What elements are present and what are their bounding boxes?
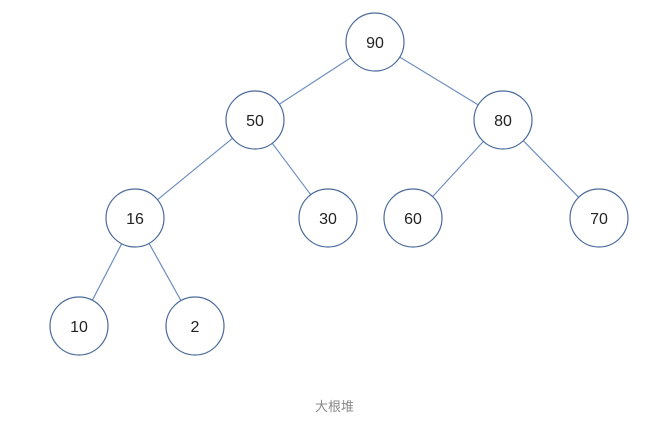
edge-n90-n80: [399, 56, 479, 106]
edge-n16-n2: [148, 243, 182, 301]
tree-node-80: 80: [473, 90, 533, 150]
tree-node-2: 2: [165, 296, 225, 356]
node-circle: [225, 90, 285, 150]
tree-node-60: 60: [383, 188, 443, 248]
tree-node-90: 90: [345, 12, 405, 72]
tree-node-10: 10: [49, 296, 109, 356]
edge-n90-n50: [278, 57, 352, 105]
diagram-caption: 大根堆: [314, 400, 354, 415]
tree-nodes: 90 50 80 16 30 60 70 10 2: [49, 12, 629, 356]
node-value: 50: [246, 113, 264, 130]
node-circle: [105, 188, 165, 248]
node-circle: [473, 90, 533, 150]
tree-edges: [91, 56, 580, 301]
heap-tree-diagram: 90 50 80 16 30 60 70 10 2: [49, 12, 629, 356]
tree-node-16: 16: [105, 188, 165, 248]
edge-n50-n30: [271, 142, 312, 196]
node-circle: [569, 188, 629, 248]
node-value: 30: [319, 211, 337, 228]
node-circle: [165, 296, 225, 356]
node-value: 80: [494, 113, 512, 130]
tree-node-50: 50: [225, 90, 285, 150]
edge-n16-n10: [91, 243, 123, 301]
edge-n80-n60: [432, 140, 484, 198]
edge-n50-n16: [157, 137, 233, 201]
node-value: 70: [590, 211, 608, 228]
node-value: 90: [366, 35, 384, 52]
node-value: 2: [191, 319, 200, 336]
node-circle: [345, 12, 405, 72]
tree-node-30: 30: [298, 188, 358, 248]
edge-n80-n70: [522, 140, 580, 198]
node-value: 10: [70, 319, 88, 336]
tree-node-70: 70: [569, 188, 629, 248]
node-circle: [298, 188, 358, 248]
node-circle: [383, 188, 443, 248]
node-value: 16: [126, 211, 144, 228]
node-value: 60: [404, 211, 422, 228]
node-circle: [49, 296, 109, 356]
